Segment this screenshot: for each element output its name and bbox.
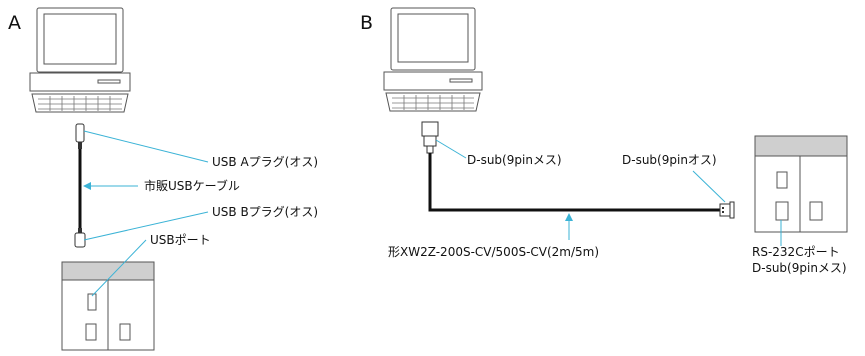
monitor-b-screen bbox=[397, 13, 469, 63]
panel-b: B bbox=[360, 7, 848, 275]
plc-b-header bbox=[754, 135, 848, 157]
monitor-a-screen bbox=[43, 13, 117, 65]
label-dsub-female: D-sub(9pinメス) bbox=[467, 153, 562, 167]
plc-b-icon bbox=[754, 135, 848, 233]
dsub-female-strain-relief bbox=[426, 145, 434, 154]
leader-usb-b-plug bbox=[83, 211, 209, 241]
dsub-male-connector-icon bbox=[719, 203, 731, 217]
label-usb-a-plug: USB Aプラグ(オス) bbox=[212, 155, 318, 169]
plc-b-rs232c-port bbox=[775, 201, 789, 221]
plc-a-slot-right bbox=[119, 323, 131, 341]
plc-a-header bbox=[61, 261, 155, 281]
keyboard-a bbox=[31, 93, 129, 113]
plc-a-slot-left bbox=[85, 323, 97, 341]
cpu-case-b bbox=[383, 71, 483, 91]
plc-a-icon bbox=[61, 261, 155, 351]
usb-a-plug-neck bbox=[78, 142, 82, 149]
leader-dsub-male bbox=[692, 170, 726, 203]
keyboard-b bbox=[385, 92, 481, 112]
rs232c-cable-line bbox=[428, 153, 720, 212]
label-usb-b-plug: USB Bプラグ(オス) bbox=[212, 205, 318, 219]
label-rs232c-connector: D-sub(9pinメス) bbox=[752, 261, 847, 275]
computer-a-icon bbox=[29, 7, 131, 113]
panel-a-letter: A bbox=[8, 12, 21, 34]
usb-b-plug-icon bbox=[74, 232, 86, 248]
label-usb-cable: 市販USBケーブル bbox=[144, 178, 240, 193]
label-cable-model: 形XW2Z-200S-CV/500S-CV(2m/5m) bbox=[388, 245, 599, 259]
usb-a-plug-icon bbox=[75, 123, 85, 143]
leader-usb-a-plug bbox=[83, 130, 209, 163]
leader-dsub-female bbox=[435, 139, 467, 159]
label-rs232c-port: RS-232Cポート bbox=[752, 245, 840, 259]
usb-cable bbox=[74, 123, 86, 248]
label-usb-port: USBポート bbox=[150, 233, 211, 247]
dsub-male-shell bbox=[729, 201, 735, 219]
cpu-drive-slot-b bbox=[449, 78, 473, 83]
usb-b-plug-neck bbox=[78, 228, 82, 233]
dsub-female-connector-icon bbox=[421, 121, 439, 137]
rs232c-cable bbox=[421, 121, 735, 219]
cpu-case-a bbox=[29, 72, 131, 92]
leader-usb-port bbox=[91, 239, 147, 297]
computer-b-icon bbox=[383, 7, 483, 112]
label-dsub-male: D-sub(9pinオス) bbox=[622, 153, 717, 167]
cpu-drive-slot-a bbox=[97, 79, 121, 84]
plc-b-slot-upper bbox=[776, 171, 788, 189]
panel-a: A bbox=[8, 7, 318, 351]
dsub-female-hood bbox=[423, 135, 437, 147]
plc-b-slot-right bbox=[809, 201, 823, 221]
plc-a-usb-port bbox=[87, 293, 97, 311]
panel-b-letter: B bbox=[360, 12, 373, 34]
